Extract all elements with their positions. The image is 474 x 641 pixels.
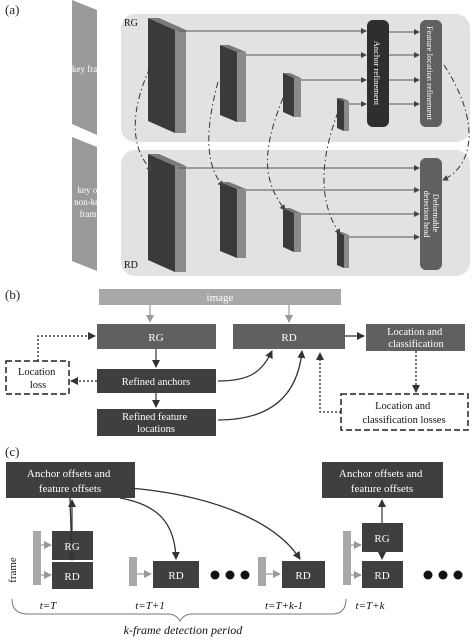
image-label: image — [207, 292, 234, 304]
anchors-to-rd-arrow — [217, 350, 273, 382]
anchor-refinement-block — [367, 20, 389, 127]
rg-slab-2-side — [237, 52, 246, 122]
rd-slab-3-top — [283, 208, 301, 213]
panel-a: (a) key frame key or non-key frame RG RD — [5, 0, 470, 276]
rd-box-tk — [362, 561, 403, 588]
location-classification-box — [366, 324, 465, 351]
offsets-to-rd-arrow-t1 — [119, 497, 180, 560]
refined-anchors-label: Refined anchors — [122, 377, 191, 388]
frame-bar-tk1 — [258, 557, 266, 586]
feature-location-refinement-label: Feature location refinement — [425, 26, 435, 121]
location-loss-label: Location loss — [18, 367, 58, 391]
panel-b: (b) image RG RD Location and classificat… — [5, 287, 469, 436]
rg-slab-2 — [220, 45, 237, 122]
refined-anchors-box — [97, 369, 216, 393]
rd-label-t1: RD — [168, 570, 183, 582]
rg-slab-4-side — [344, 101, 349, 131]
refined-feature-locations-box — [97, 409, 216, 436]
rd-slab-4-side — [344, 235, 349, 268]
ellipsis-dot-2 — [225, 570, 235, 580]
ellipsis-dot-1 — [210, 570, 220, 580]
rd-box-t1 — [153, 561, 199, 588]
location-classification-label: Location and classification — [387, 327, 445, 350]
rd-slab-2 — [220, 182, 237, 258]
rd-slab-3 — [283, 208, 294, 252]
rg-slab-2-top — [220, 45, 246, 52]
rd-box-label: RD — [281, 332, 296, 344]
key-or-nonkey-frame-plane — [72, 137, 97, 271]
losses-to-rd-arrow — [316, 352, 341, 413]
offsets-box-right — [322, 462, 443, 498]
key-frame-plane — [72, 0, 97, 135]
frame-bar-t0 — [33, 531, 41, 585]
rd-label-tk1: RD — [295, 570, 310, 582]
anchor-refinement-label: Anchor refinement — [372, 41, 382, 106]
panel-a-label: (a) — [5, 2, 19, 17]
time-label-tk: t=T+k — [356, 600, 386, 612]
rg-slab-3-top — [283, 73, 301, 78]
rd-feature-arrows — [178, 165, 420, 240]
deformable-detection-head-label: Deformable detection head — [422, 191, 440, 237]
loss-to-rg-arrow — [37, 332, 96, 361]
refined-feature-locations-label: Refined feature locations — [122, 412, 190, 435]
rg-slab-4-top — [337, 98, 349, 101]
key-or-nonkey-label: key or non-key frame — [74, 185, 106, 219]
deformable-detection-head-block — [420, 158, 442, 270]
location-classification-losses-box — [340, 393, 469, 431]
rg-slab-4 — [337, 98, 344, 131]
rd-label-tk: RD — [374, 570, 389, 582]
rg-slab-3-side — [294, 78, 301, 117]
rg-box — [97, 324, 216, 349]
rg-slab-1 — [148, 18, 175, 133]
rg-feature-arrows — [178, 28, 420, 107]
period-label: k-frame detection period — [124, 623, 244, 637]
rd-slab-3-side — [294, 213, 301, 252]
rg-branch-label: RG — [124, 18, 138, 29]
rd-slab-2-top — [220, 182, 246, 189]
ellipsis-dot-6 — [453, 570, 463, 580]
ellipsis-dot-3 — [240, 570, 250, 580]
rd-slab-1-side — [175, 166, 186, 272]
ellipsis-dot-4 — [423, 570, 433, 580]
rd-box-tk1 — [282, 561, 325, 588]
location-classification-losses-label: Location and classification losses — [362, 401, 445, 426]
rg-box-label: RG — [148, 332, 163, 344]
time-label-tk1: t=T+k-1 — [265, 600, 303, 612]
rg-slab-3 — [283, 73, 294, 117]
frame-bar-t1 — [129, 557, 137, 586]
panel-b-label: (b) — [5, 287, 20, 302]
offset-transfer-arrows — [134, 64, 470, 235]
key-frame-label: key frame — [72, 64, 108, 74]
rd-box — [233, 324, 345, 349]
ellipsis-dot-5 — [438, 570, 448, 580]
offsets-box-left — [6, 462, 135, 498]
offsets-to-rd-arrow-tk1 — [129, 487, 301, 560]
frame-axis-label: frame — [7, 557, 19, 583]
rg-box-tk — [362, 523, 403, 552]
rd-slab-1-top — [148, 154, 186, 166]
location-loss-box — [5, 360, 70, 395]
rd-slab-1 — [148, 154, 175, 272]
image-bar — [99, 289, 341, 305]
rd-slab-4 — [337, 232, 344, 268]
feature-location-refinement-block — [420, 20, 442, 127]
rg-slab-1-side — [175, 30, 186, 133]
offsets-to-rd-arrow-t0 — [67, 497, 76, 561]
time-label-t1: t=T+1 — [135, 600, 165, 612]
time-label-t0: t=T — [40, 600, 57, 612]
rd-label-t0: RD — [64, 571, 79, 583]
features-to-rd-arrow — [217, 350, 306, 421]
rg-slab-1-top — [148, 18, 186, 30]
period-brace — [11, 598, 347, 623]
frame-bar-tk — [343, 531, 351, 585]
rd-slab-2-side — [237, 189, 246, 258]
panel-c-label: (c) — [5, 444, 19, 459]
offsets-left-label: Anchor offsets and feature offsets — [27, 468, 113, 495]
rg-label-tk: RG — [374, 533, 389, 545]
rd-box-t0 — [52, 562, 93, 589]
panel-c: (c) Anchor offsets and feature offsets A… — [5, 444, 463, 637]
offsets-right-label: Anchor offsets and feature offsets — [339, 468, 425, 495]
rd-branch-label: RD — [124, 260, 138, 271]
